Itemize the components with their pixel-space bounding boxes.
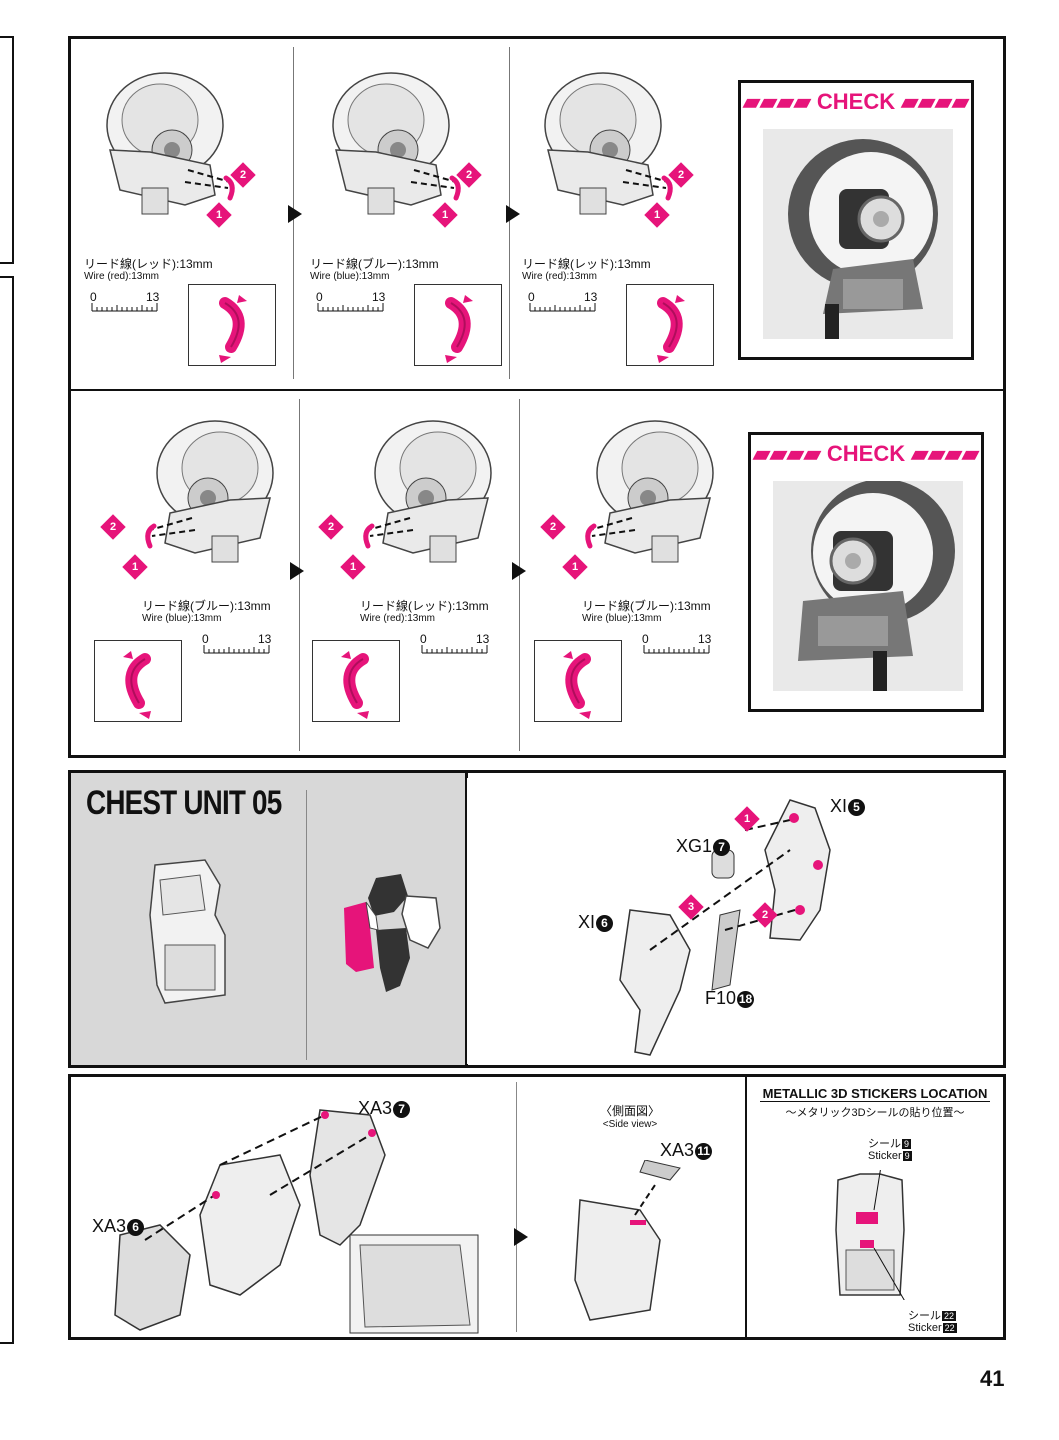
helmet-part-illustration <box>106 72 235 215</box>
edge-tab-top <box>0 36 14 264</box>
wire-label-en: Wire (blue):13mm <box>582 613 662 624</box>
stickers-subtitle: 〜メタリック3Dシールの貼り位置〜 <box>785 1107 965 1119</box>
wire-bend-inset <box>188 284 276 366</box>
wire-label-en: Wire (blue):13mm <box>142 613 222 624</box>
wire-label-jp: リード線(ブルー):13mm <box>310 257 439 271</box>
wire-label-en: Wire (blue):13mm <box>310 271 390 282</box>
helmet-part-illustration <box>332 72 461 215</box>
wire-bend-inset <box>94 640 182 722</box>
wire-bend-inset <box>312 640 400 722</box>
step-marker-2: 2 <box>100 514 126 540</box>
wire-label-jp: リード線(ブルー):13mm <box>142 599 271 613</box>
side-view-label: 〈側面図〉 <Side view> <box>599 1104 660 1130</box>
wire-bend-inset <box>534 640 622 722</box>
step-marker-1: 1 <box>340 554 366 580</box>
chest-title-box <box>71 773 468 1065</box>
page-number: 41 <box>980 1366 1005 1391</box>
wire-bend-icon <box>219 295 247 363</box>
step-marker-2: 2 <box>540 514 566 540</box>
step-marker-3: 3 <box>678 894 704 920</box>
wire-bend-icon <box>445 295 473 363</box>
step-marker-1: 1 <box>122 554 148 580</box>
helmet-part-illustration <box>544 72 673 215</box>
step-arrow <box>512 562 526 580</box>
panel-divider <box>71 389 1003 391</box>
wire-bend-inset <box>626 284 714 366</box>
wire-label-en: Wire (red):13mm <box>360 613 436 624</box>
check-box-2: ▰▰▰▰ CHECK ▰▰▰▰ <box>748 432 984 712</box>
check-photo-1 <box>763 129 953 339</box>
step-marker-1: 1 <box>562 554 588 580</box>
wire-bend-inset <box>414 284 502 366</box>
check-title: ▰▰▰▰ CHECK ▰▰▰▰ <box>753 441 979 466</box>
step-arrow <box>288 205 302 223</box>
step-marker-2: 2 <box>752 902 778 928</box>
wire-bend-icon <box>341 651 369 719</box>
wire-bend-icon <box>657 295 685 363</box>
step-marker-1: 1 <box>432 202 458 228</box>
check-photo-2 <box>773 481 963 691</box>
step-marker-2: 2 <box>318 514 344 540</box>
wire-label-jp: リード線(レッド):13mm <box>522 257 651 271</box>
chest-exploded-view <box>619 799 831 1056</box>
wire-label-en: Wire (red):13mm <box>84 271 160 282</box>
wire-bend-icon <box>123 651 151 719</box>
step-arrow <box>514 1228 528 1246</box>
side-view-illustration <box>574 1160 681 1321</box>
step-marker-1: 1 <box>734 806 760 832</box>
stickers-title: METALLIC 3D STICKERS LOCATION <box>760 1086 990 1102</box>
wire-label-en: Wire (red):13mm <box>522 271 598 282</box>
chest-location-map-icon <box>344 874 441 992</box>
step-arrow <box>506 205 520 223</box>
step-marker-2: 2 <box>668 162 694 188</box>
wire-label-jp: リード線(レッド):13mm <box>84 257 213 271</box>
armor-exploded-view <box>114 1109 479 1334</box>
step-marker-2: 2 <box>230 162 256 188</box>
step-marker-1: 1 <box>644 202 670 228</box>
check-box-1: ▰▰▰▰ CHECK ▰▰▰▰ <box>738 80 974 360</box>
sticker-location-illustration <box>835 1170 905 1300</box>
step-marker-2: 2 <box>456 162 482 188</box>
check-title: ▰▰▰▰ CHECK ▰▰▰▰ <box>743 89 969 114</box>
chest-unit-title: CHEST UNIT 05 <box>86 784 282 822</box>
wire-label-jp: リード線(レッド):13mm <box>360 599 489 613</box>
helmet-part-illustration <box>145 420 274 563</box>
wire-label-jp: リード線(ブルー):13mm <box>582 599 711 613</box>
helmet-part-illustration <box>363 420 492 563</box>
step-marker-1: 1 <box>206 202 232 228</box>
edge-tab-bottom <box>0 276 14 1344</box>
wire-bend-icon <box>563 651 591 719</box>
helmet-part-illustration <box>585 420 714 563</box>
chest-unit-illustration <box>149 859 226 1004</box>
step-arrow <box>290 562 304 580</box>
